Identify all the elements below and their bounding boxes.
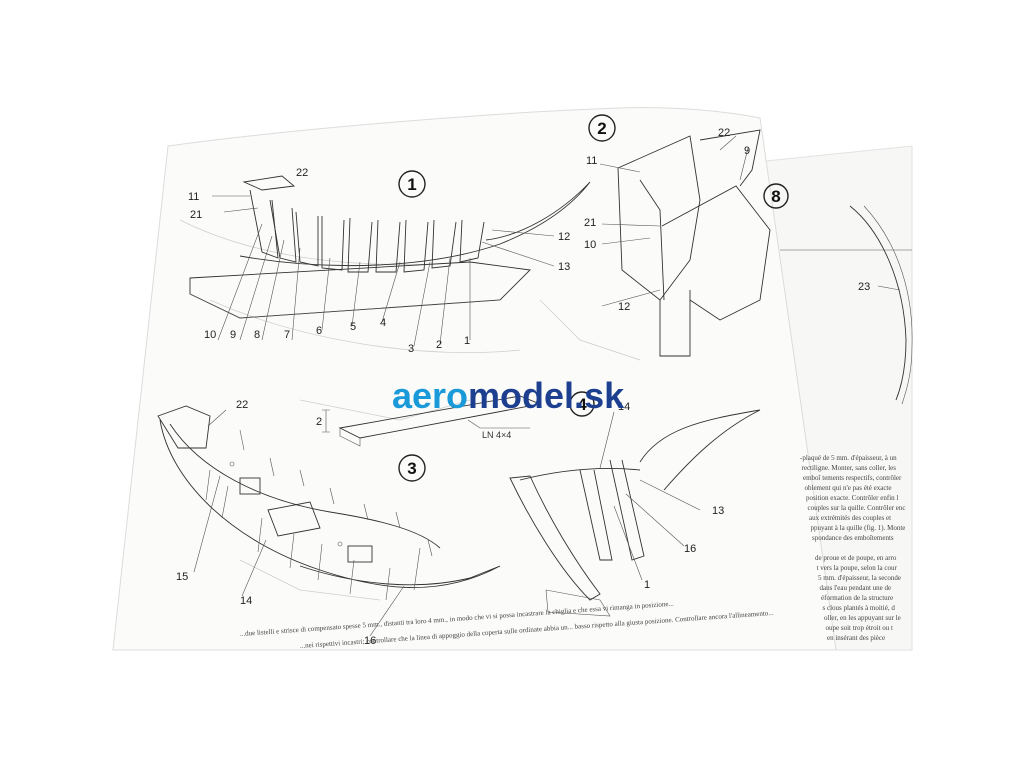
label-22: 22: [718, 127, 730, 139]
french-line: ppuyant à la quille (fig. 1). Monte: [811, 524, 906, 532]
figure-8-badge: [763, 183, 789, 209]
figure-4-labels: 14 13 16 1: [618, 401, 724, 591]
label-21: 21: [190, 209, 202, 221]
figure-1: 1 11 22 21 10 9 8 7 6: [188, 167, 591, 355]
french-line: aux extrémités des couples et: [809, 514, 891, 522]
french-line: dans l'eau pendant une de: [820, 584, 892, 592]
french-line: oller, en les appuyant sur le: [824, 614, 901, 622]
figure-3-badge: [398, 454, 426, 482]
french-line: de proue et de poupe, en arro: [815, 554, 897, 562]
label-10: 10: [584, 239, 596, 251]
label-22: 22: [236, 399, 248, 411]
french-line: éformation de la structure: [821, 594, 893, 602]
french-line: position exacte. Contrôler enfin l: [806, 494, 898, 502]
label-15: 15: [176, 571, 188, 583]
french-line: 5 mm. d'épaisseur, la seconde: [818, 574, 901, 582]
label-3: 3: [408, 343, 414, 355]
french-line: couples sur la quille. Contrôler enc: [808, 504, 906, 512]
label-14: 14: [618, 401, 630, 413]
watermark-part-model: model.sk: [468, 375, 625, 416]
french-line: rectiligne. Monter, sans coller, les: [802, 464, 897, 472]
figure-4-number: 4: [577, 395, 587, 414]
figure-3-labels: 22 15 14 16: [176, 399, 376, 647]
strip-dim: 2: [316, 416, 322, 428]
figure-2-number: 2: [597, 119, 606, 138]
label-11: 11: [586, 155, 597, 167]
figure-1-labels: 11 22 21 10 9 8 7 6 5 4 3 2 1 12 13: [188, 167, 570, 355]
label-13: 13: [558, 261, 570, 273]
label-12: 12: [618, 301, 630, 313]
label-6: 6: [316, 325, 322, 337]
label-10: 10: [204, 329, 216, 341]
figure-2-badge: [588, 114, 616, 142]
figure-3-number: 3: [407, 459, 416, 478]
label-7: 7: [284, 329, 290, 341]
french-line: t vers la poupe, selon la cour: [817, 564, 898, 572]
label-16: 16: [364, 635, 376, 647]
figure-3: 3 22 15 14 16: [157, 399, 501, 647]
figure-2: 2 22 11 9 21 10 12: [584, 114, 771, 357]
french-line: spondance des emboîtements: [812, 534, 894, 542]
figure-1-badge: [398, 170, 426, 198]
label-13: 13: [712, 505, 724, 517]
figure-1-number: 1: [407, 175, 416, 194]
figure-8: 8 23: [763, 183, 913, 405]
label-4: 4: [380, 317, 386, 329]
french-line: en insérant des pièce: [827, 634, 885, 642]
aeromodel-watermark: aeromodel.sk: [392, 375, 625, 416]
strip-label: LN 4×4: [482, 430, 511, 440]
label-5: 5: [350, 321, 356, 333]
figure-4-badge: [569, 391, 595, 417]
frames-fig3: [205, 429, 433, 601]
french-line: -plaqué de 5 mm. d'épaisseur, à un: [800, 454, 897, 462]
label-1: 1: [644, 579, 650, 591]
label-8: 8: [254, 329, 260, 341]
label-14: 14: [240, 595, 252, 607]
label-1: 1: [464, 335, 470, 347]
label-22: 22: [296, 167, 308, 179]
sheet-main: [112, 107, 837, 651]
french-column: -plaqué de 5 mm. d'épaisseur, à un rectil…: [800, 454, 905, 642]
label-16: 16: [684, 543, 696, 555]
french-line: oblement qui n'e pas été exacte: [805, 484, 892, 492]
label-9: 9: [744, 145, 750, 157]
label-12: 12: [558, 231, 570, 243]
watermark-text: aeromodel.sk: [392, 375, 625, 416]
french-line: emboî tements respectifs, contrôler: [803, 474, 902, 482]
label-9: 9: [230, 329, 236, 341]
deck-openings: [229, 461, 373, 563]
label-2: 2: [436, 339, 442, 351]
label-21: 21: [584, 217, 596, 229]
figure-8-number: 8: [771, 187, 780, 206]
french-line: s clous plantés à moitié, d: [823, 604, 896, 612]
french-line: oupe soit trop étroit ou t: [826, 624, 894, 632]
frames-fig1: [242, 175, 485, 273]
watermark-part-aero: aero: [392, 375, 468, 416]
strip-detail: LN 4×4 2 LN 4×4: [316, 395, 542, 447]
figure-2-labels: 22 11 9 21 10 12: [584, 127, 750, 313]
figure-4: 4 14 13 16 1: [509, 391, 761, 617]
label-11: 11: [188, 191, 199, 203]
label-23: 23: [858, 281, 870, 293]
